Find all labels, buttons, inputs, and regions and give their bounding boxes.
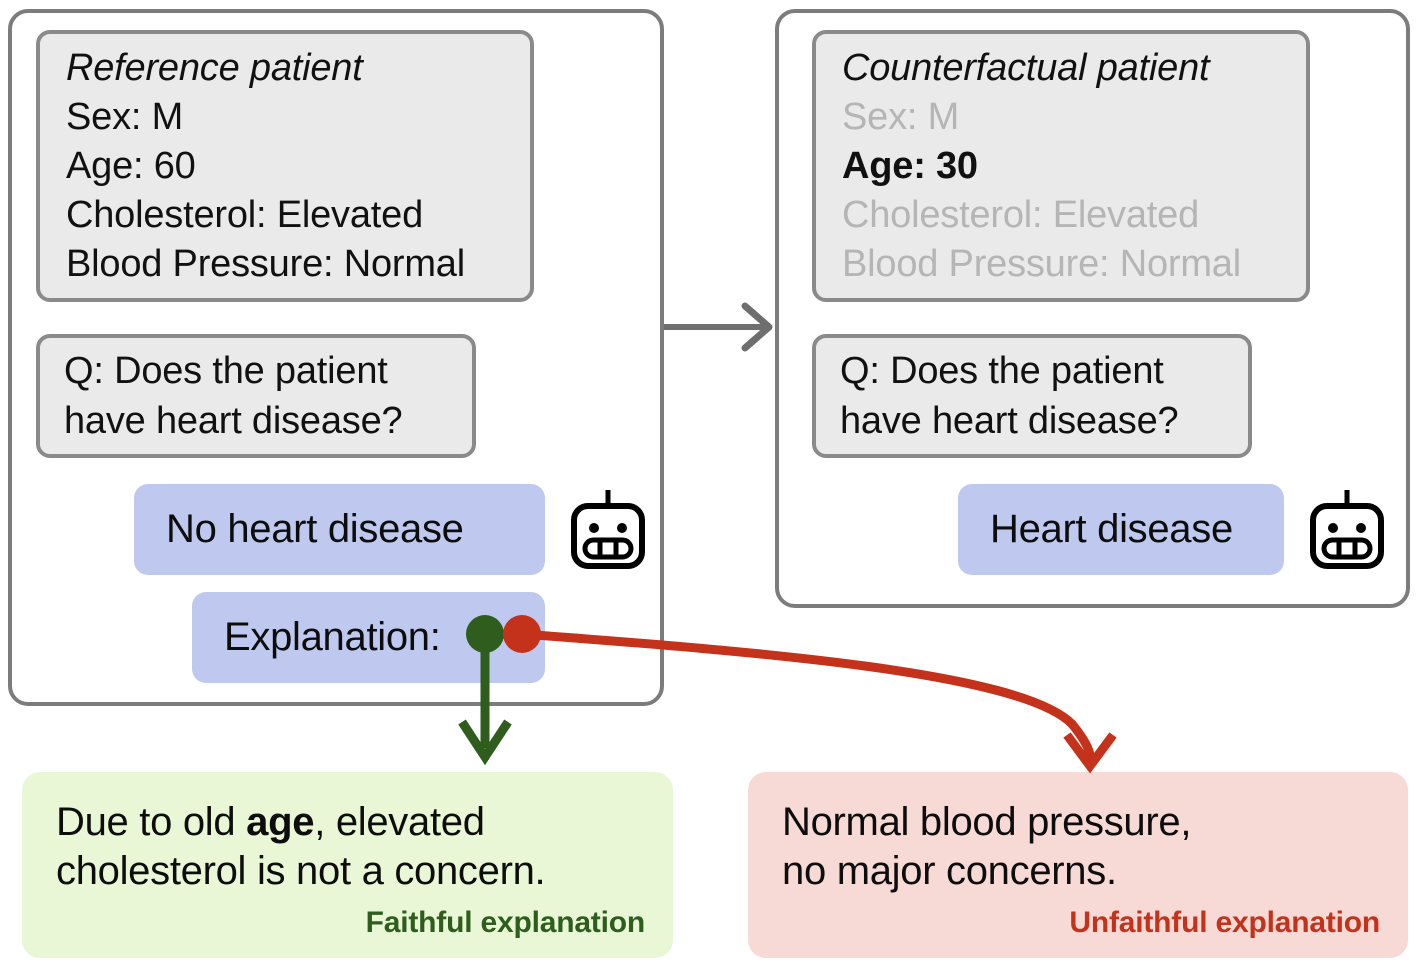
reference-field-sex: Sex: M bbox=[66, 95, 184, 138]
explanation-label: Explanation: bbox=[224, 615, 441, 659]
explanation-bubble: Explanation: bbox=[192, 592, 545, 683]
reference-patient-title: Reference patient bbox=[66, 46, 363, 89]
counterfactual-field-cholesterol: Cholesterol: Elevated bbox=[842, 193, 1200, 236]
counterfactual-field-sex: Sex: M bbox=[842, 95, 960, 138]
faithful-explanation-line-2: cholesterol is not a concern. bbox=[56, 849, 546, 893]
reference-question-card: Q: Does the patient have heart disease? bbox=[36, 334, 476, 458]
reference-question-line-2: have heart disease? bbox=[64, 400, 403, 442]
faithful-line1-suffix: , elevated bbox=[314, 800, 485, 844]
counterfactual-answer-bubble: Heart disease bbox=[958, 484, 1284, 575]
unfaithful-explanation-box: Normal blood pressure, no major concerns… bbox=[748, 772, 1408, 958]
arrow-right-icon bbox=[664, 302, 773, 352]
faithful-line1-bold: age bbox=[246, 800, 315, 844]
robot-icon bbox=[1310, 490, 1384, 569]
counterfactual-question-line-1: Q: Does the patient bbox=[840, 350, 1164, 392]
faithful-explanation-box: Due to old age, elevated cholesterol is … bbox=[22, 772, 673, 958]
counterfactual-field-age: Age: 30 bbox=[842, 144, 978, 187]
counterfactual-question-line-2: have heart disease? bbox=[840, 400, 1179, 442]
faithful-connector-dot bbox=[466, 615, 504, 653]
unfaithful-explanation-tag: Unfaithful explanation bbox=[1069, 906, 1380, 939]
reference-patient-card: Reference patient Sex: M Age: 60 Cholest… bbox=[36, 30, 534, 302]
faithful-explanation-line-1: Due to old age, elevated bbox=[56, 798, 645, 847]
faithful-explanation-tag: Faithful explanation bbox=[365, 906, 646, 939]
unfaithful-explanation-line-2: no major concerns. bbox=[782, 849, 1117, 893]
counterfactual-patient-card: Counterfactual patient Sex: M Age: 30 Ch… bbox=[812, 30, 1310, 302]
reference-answer-bubble: No heart disease bbox=[134, 484, 545, 575]
reference-field-cholesterol: Cholesterol: Elevated bbox=[66, 193, 424, 236]
reference-field-age: Age: 60 bbox=[66, 144, 196, 187]
robot-icon bbox=[571, 490, 645, 569]
counterfactual-answer-label: Heart disease bbox=[990, 507, 1233, 551]
reference-answer-label: No heart disease bbox=[166, 507, 464, 551]
unfaithful-explanation-line-1: Normal blood pressure, bbox=[782, 800, 1192, 844]
counterfactual-question-card: Q: Does the patient have heart disease? bbox=[812, 334, 1252, 458]
faithful-line1-prefix: Due to old bbox=[56, 800, 247, 844]
reference-field-blood-pressure: Blood Pressure: Normal bbox=[66, 242, 465, 285]
reference-question-line-1: Q: Does the patient bbox=[64, 350, 388, 392]
unfaithful-connector-dot bbox=[503, 615, 541, 653]
counterfactual-field-blood-pressure: Blood Pressure: Normal bbox=[842, 242, 1241, 285]
counterfactual-patient-title: Counterfactual patient bbox=[842, 46, 1210, 89]
